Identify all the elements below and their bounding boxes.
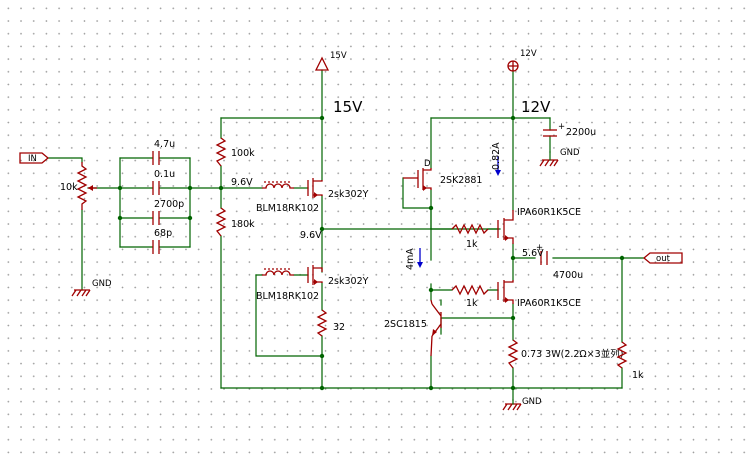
resistor-100k-label: 100k — [231, 148, 255, 159]
ferrite-bead-bottom: BLM18RK102 — [256, 268, 319, 302]
pot-value: 10k — [60, 182, 78, 193]
resistor-load-label: 1k — [632, 370, 644, 381]
resistor-gate-top-label: 1k — [466, 239, 478, 250]
gnd-symbol-cap: GND — [539, 148, 580, 167]
rail-15v-big-label: 15V — [333, 98, 363, 116]
mosfet-drain-mark: D — [424, 159, 431, 169]
current-top-annotation: 0.82A — [491, 142, 502, 176]
current-left-annotation: 4mA — [405, 248, 423, 270]
jfet-bottom-label: 2sk302Y — [328, 276, 369, 287]
output-voltage-label: 5.6V — [522, 248, 544, 259]
cap-2200u: + 2200u — [543, 122, 596, 138]
current-top-label: 0.82A — [491, 142, 502, 170]
gnd-symbol-bottom: GND — [502, 397, 542, 411]
resistor-32-label: 32 — [333, 322, 345, 333]
resistor-180k: 180k — [215, 207, 255, 237]
cap-4700u-label: 4700u — [553, 270, 583, 281]
cap-68p: 68p — [152, 228, 172, 254]
power-mosfet-bottom-label: IPA60R1K5CE — [517, 298, 581, 309]
mid-voltage-label: 9.6V — [300, 230, 322, 241]
power-mosfet-top-label: IPA60R1K5CE — [517, 207, 581, 218]
resistor-sense-label: 0.73 3W(2.2Ω×3並列) — [521, 348, 623, 360]
ferrite-bead-bottom-label: BLM18RK102 — [256, 291, 319, 302]
ferrite-bead-top-label: BLM18RK102 — [256, 203, 319, 214]
cap-0u1: 0.1u — [152, 169, 175, 195]
resistor-gate-bottom: 1k — [451, 284, 489, 309]
gnd-pot-label: GND — [92, 279, 112, 289]
resistor-gate-bottom-label: 1k — [466, 298, 478, 309]
cap-2700p: 2700p — [152, 199, 184, 225]
resistor-sense: 0.73 3W(2.2Ω×3並列) — [507, 339, 623, 369]
resistor-180k-label: 180k — [231, 219, 255, 230]
power-flag-12v: 12V — [507, 49, 537, 72]
mosfet-2sk2881: D 2SK2881 — [403, 159, 482, 191]
cap-0u1-label: 0.1u — [154, 169, 175, 180]
current-left-label: 4mA — [405, 248, 416, 270]
gnd-bottom-label: GND — [522, 397, 542, 407]
potentiometer: 10k — [60, 162, 97, 210]
jfet-bottom: 2sk302Y — [307, 265, 369, 287]
power-mosfet-top: IPA60R1K5CE — [497, 207, 581, 244]
rail-15v-label: 15V — [330, 51, 347, 61]
cap-2700p-label: 2700p — [154, 199, 184, 210]
input-port: IN — [19, 152, 50, 164]
bjt-2sc1815-label: 2SC1815 — [384, 319, 427, 330]
cap-4700u: + 4700u — [536, 243, 583, 281]
cap-4u7: 4.7u — [152, 139, 175, 165]
ferrite-bead-top: BLM18RK102 — [256, 181, 319, 214]
output-port: out — [642, 252, 683, 264]
resistor-load: 1k — [616, 341, 644, 381]
power-flag-15v: 15V — [314, 51, 347, 71]
cap-4700u-plus: + — [536, 243, 543, 253]
cap-2200u-label: 2200u — [566, 127, 596, 138]
cap-2200u-plus: + — [558, 122, 565, 132]
power-mosfet-bottom: IPA60R1K5CE — [497, 280, 581, 309]
jfet-top-label: 2sk302Y — [328, 189, 369, 200]
input-port-label: IN — [28, 154, 37, 164]
junction-dots — [117, 115, 625, 391]
jfet-top: 2sk302Y — [307, 178, 369, 200]
gnd-symbol-pot: GND — [71, 279, 112, 297]
output-port-label: out — [656, 254, 671, 264]
resistor-32: 32 — [316, 309, 345, 337]
cap-4u7-label: 4.7u — [154, 139, 175, 150]
rail-12v-label: 12V — [520, 49, 537, 59]
gnd-cap-label: GND — [560, 148, 580, 158]
resistor-gate-top: 1k — [451, 223, 489, 250]
resistor-100k: 100k — [215, 137, 255, 167]
rail-12v-big-label: 12V — [521, 98, 551, 116]
cap-68p-label: 68p — [154, 228, 172, 239]
bjt-2sc1815: 2SC1815 — [384, 299, 442, 357]
mosfet-2sk2881-label: 2SK2881 — [440, 175, 482, 186]
bias-voltage-label: 9.6V — [231, 177, 253, 188]
wires — [47, 69, 645, 401]
